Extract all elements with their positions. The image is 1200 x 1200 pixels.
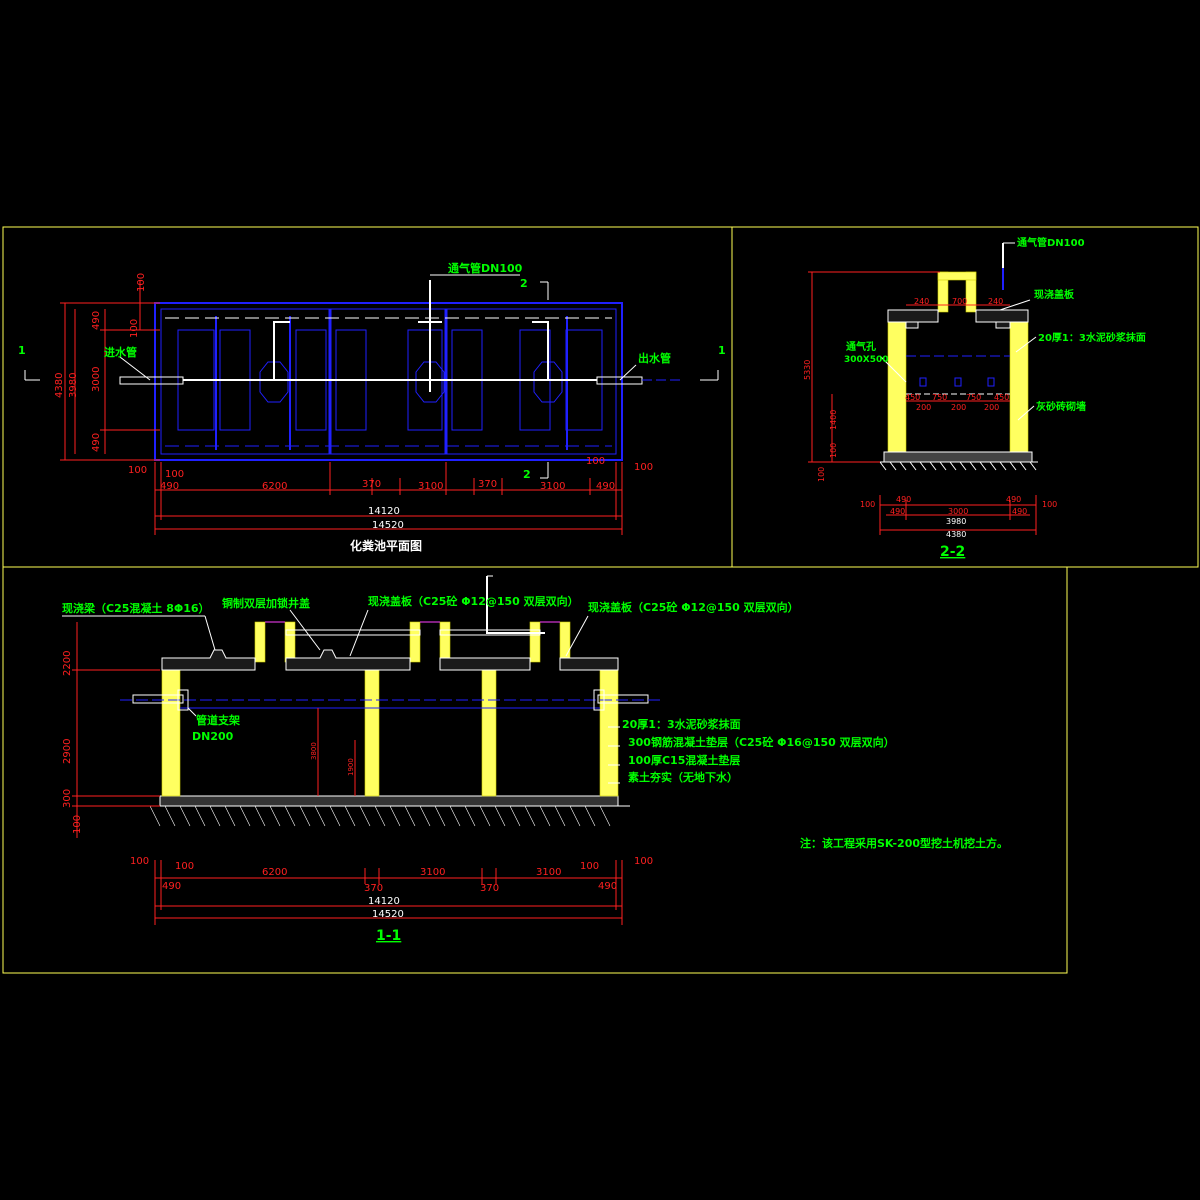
s11-dim-b-100d: 100 (634, 856, 653, 867)
s22-dim-5330: 5330 (803, 360, 812, 380)
s22-vent-hole-label: 通气孔 (846, 340, 876, 353)
s22-dim-bottom-3000: 3000 (948, 507, 968, 516)
s11-layer-1: 20厚1：3水泥砂浆抹面 (622, 717, 741, 731)
s22-plaster-label: 20厚1：3水泥砂浆抹面 (1038, 331, 1146, 344)
s22-cover-label: 现浇盖板 (1034, 288, 1075, 301)
plan-dim-b-490a: 490 (160, 481, 179, 492)
plan-view (24, 274, 719, 535)
section11-view (62, 575, 660, 925)
s22-dim-750a: 750 (932, 393, 947, 402)
s22-dim-700: 700 (952, 297, 967, 306)
plan-dim-3980: 3980 (68, 373, 79, 398)
s11-dim-inner-1900: 1900 (347, 758, 355, 776)
s22-dim-200a: 200 (916, 403, 931, 412)
plan-dim-b-3100a: 3100 (418, 481, 443, 492)
plan-dim-b-100a: 100 (128, 465, 147, 476)
s11-dim-b-6200: 6200 (262, 867, 287, 878)
plan-dim-100-a: 100 (136, 273, 147, 292)
s22-dim-bottom-490a: 490 (896, 495, 911, 504)
s11-dim-b-100b: 100 (175, 861, 194, 872)
plan-dim-b-3100b: 3100 (540, 481, 565, 492)
s11-slab-label-1: 现浇盖板（C25砼 Φ12@150 双层双向） (368, 594, 579, 608)
s22-dim-3980: 3980 (946, 517, 966, 526)
s11-dim-b-100c: 100 (580, 861, 599, 872)
s11-dim-300: 300 (62, 789, 73, 808)
plan-inlet-label: 进水管 (104, 345, 137, 359)
s22-dim-1400: 1400 (829, 410, 838, 430)
plan-dim-14520: 14520 (372, 520, 404, 531)
s22-brick-label: 灰砂砖砌墙 (1036, 400, 1086, 413)
s22-vent-hole-size: 300X500 (844, 355, 889, 365)
s11-dim-b-490a: 490 (162, 881, 181, 892)
plan-dim-b-100c: 100 (586, 456, 605, 467)
s11-dim-2200: 2200 (62, 651, 73, 676)
section11-frame (2, 566, 1068, 974)
s22-dim-100b: 100 (817, 467, 826, 482)
general-note: 注：该工程采用SK-200型挖土机挖土方。 (800, 836, 1008, 850)
s11-dim-b-3100a: 3100 (420, 867, 445, 878)
s22-dim-200b: 200 (951, 403, 966, 412)
s22-dim-4380: 4380 (946, 530, 966, 539)
plan-dim-b-6200: 6200 (262, 481, 287, 492)
s11-dim-14520: 14520 (372, 909, 404, 920)
s22-dim-240b: 240 (988, 297, 1003, 306)
plan-dim-b-370b: 370 (478, 479, 497, 490)
s22-dim-100a: 100 (829, 443, 838, 458)
plan-dim-b-370a: 370 (362, 479, 381, 490)
s11-dim-b-370a: 370 (364, 883, 383, 894)
s22-dim-450b: 450 (994, 393, 1009, 402)
s11-dim-2900: 2900 (62, 739, 73, 764)
s22-dim-bottom-490d: 490 (1012, 507, 1027, 516)
s22-title: 2-2 (940, 544, 965, 560)
s11-dim-b-3100b: 3100 (536, 867, 561, 878)
plan-dim-3000: 3000 (91, 367, 102, 392)
s11-slab-label-2: 现浇盖板（C25砼 Φ12@150 双层双向） (588, 600, 799, 614)
s11-layer-4: 素土夯实（无地下水） (628, 770, 738, 784)
plan-vent-label: 通气管DN100 (448, 261, 523, 275)
plan-dim-b-100d: 100 (634, 462, 653, 473)
s11-dim-b-490b: 490 (598, 881, 617, 892)
plan-title: 化粪池平面图 (350, 538, 422, 553)
s22-dim-750b: 750 (966, 393, 981, 402)
section22-view (808, 242, 1038, 535)
s22-vent-label: 通气管DN100 (1017, 236, 1085, 249)
plan-dim-14120: 14120 (368, 506, 400, 517)
plan-dim-b-490b: 490 (596, 481, 615, 492)
s22-dim-bottom-100b: 100 (1042, 500, 1057, 509)
plan-dim-b-100b: 100 (165, 469, 184, 480)
plan-outlet-label: 出水管 (638, 351, 671, 365)
plan-dim-100-b: 100 (129, 319, 140, 338)
s11-dim-100: 100 (72, 815, 83, 834)
s11-pipe-support-label: 管道支架 (196, 713, 240, 727)
s22-dim-450a: 450 (905, 393, 920, 402)
s22-dim-bottom-490c: 490 (1006, 495, 1021, 504)
s22-dim-200c: 200 (984, 403, 999, 412)
plan-section-mark-bottom: 2 (523, 468, 531, 481)
plan-section-mark-right: 1 (718, 344, 726, 357)
s11-layer-2: 300钢筋混凝土垫层（C25砼 Φ16@150 双层双向） (628, 735, 895, 749)
s11-dim-14120: 14120 (368, 896, 400, 907)
plan-dim-4380: 4380 (54, 373, 65, 398)
s11-layer-3: 100厚C15混凝土垫层 (628, 753, 740, 767)
s11-title: 1-1 (376, 928, 401, 944)
s11-cover-iron-label: 铜制双层加锁井盖 (221, 596, 310, 610)
s22-dim-bottom-100a: 100 (860, 500, 875, 509)
s11-dim-inner-3800: 3800 (310, 742, 318, 760)
plan-dim-490-top: 490 (91, 311, 102, 330)
s11-dim-b-100a: 100 (130, 856, 149, 867)
plan-dim-490-bottom: 490 (91, 433, 102, 452)
s11-pipe-dn: DN200 (192, 730, 234, 743)
s11-beam-label: 现浇梁（C25混凝土 8Φ16） (62, 601, 210, 615)
s22-dim-240a: 240 (914, 297, 929, 306)
s22-dim-bottom-490b: 490 (890, 507, 905, 516)
plan-section-mark-top: 2 (520, 277, 528, 290)
s11-dim-b-370b: 370 (480, 883, 499, 894)
plan-section-mark-left: 1 (18, 344, 26, 357)
